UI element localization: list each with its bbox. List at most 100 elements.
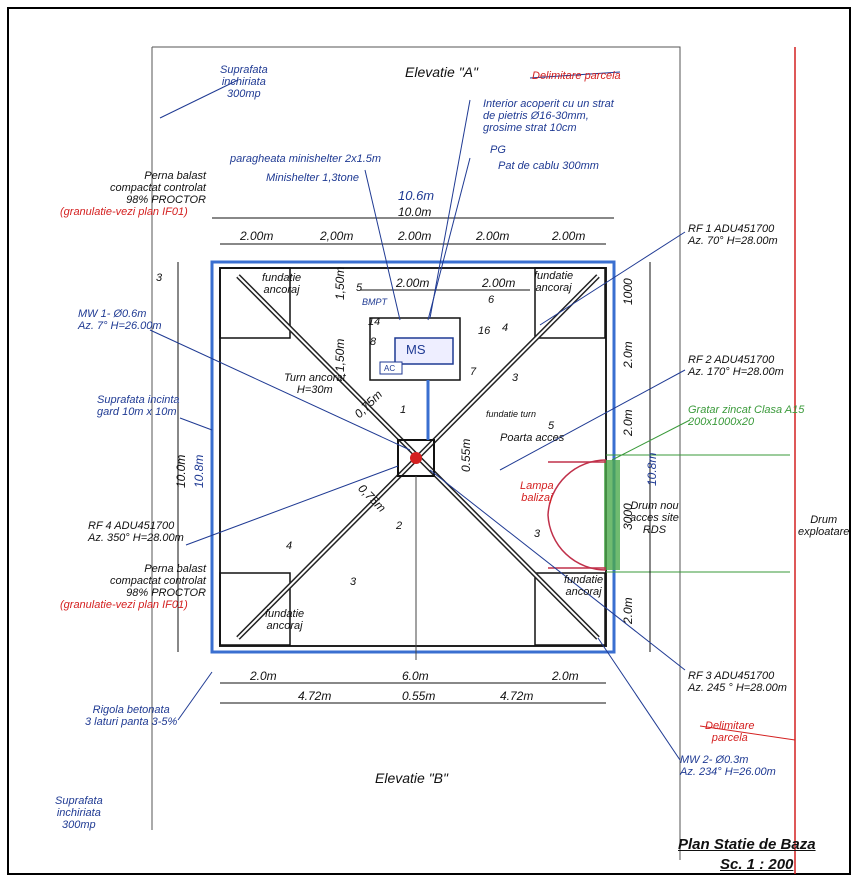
sheet-border (7, 7, 851, 875)
ballast-label-bottom: Perna balast compactat controlat 98% PRO… (110, 563, 206, 599)
parcel-label-bottom: Delimitare parcela (705, 720, 755, 744)
dim-bottom-2-0-right: 2.0m (552, 669, 579, 683)
dim-center-0-55: 0.55m (459, 438, 473, 472)
ballast-label-top: Perna balast compactat controlat 98% PRO… (110, 170, 206, 206)
anchor-foundation-sw (219, 572, 291, 646)
dim-inner-2-00-right: 2.00m (482, 276, 516, 290)
rf1-label: RF 1 ADU451700 Az. 70° H=28.00m (688, 223, 778, 247)
anchor-foundation-label-se: fundatie ancoraj (564, 574, 604, 598)
anchor-foundation-se (534, 572, 606, 646)
dim-seg-4: 2.00m (476, 229, 510, 243)
callout-16: 16 (478, 325, 491, 337)
access-gate-label: Poarta acces (500, 432, 565, 444)
dim-seg-5: 2.00m (552, 229, 586, 243)
grating-label: Gratar zincat Clasa A15 200x1000x20 (688, 404, 805, 428)
red-leader-lines (699, 725, 796, 741)
mw2-label: MW 2- Ø0.3m Az. 234° H=26.00m (680, 754, 776, 778)
dim-10-6-top: 10.6m (398, 188, 435, 203)
plan-title: Plan Statie de Baza (678, 836, 816, 853)
dim-bottom-2-0-left: 2.0m (250, 669, 277, 683)
callout-8: 8 (370, 336, 377, 348)
dim-seg-2: 2,00m (320, 229, 354, 243)
dim-right-2-0-c: 2.0m (621, 597, 635, 624)
minishelter-label: Minishelter 1,3tone (266, 172, 359, 184)
dim-bottom-4-72-right: 4.72m (500, 689, 534, 703)
dim-1-50-bottom: 1,50m (333, 338, 347, 372)
cable-tray-label: Pat de cablu 300mm (498, 160, 599, 172)
callout-3-gate: 3 (534, 528, 541, 540)
rf4-label: RF 4 ADU451700 Az. 350° H=28.00m (88, 520, 184, 544)
dim-right-10-8: 10.8m (645, 452, 659, 486)
grating-strip (604, 460, 620, 570)
callout-5-gate: 5 (548, 420, 555, 432)
callout-5: 5 (356, 282, 363, 294)
tower-center (410, 452, 422, 464)
dim-1-50-top: 1,50m (333, 266, 347, 300)
fence-inner (219, 267, 607, 647)
ms-label: MS (406, 342, 426, 357)
callout-2: 2 (396, 520, 403, 532)
dim-left-10-0: 10.0m (174, 454, 188, 488)
minishelter-pad (369, 317, 461, 381)
dim-10-0-top: 10.0m (398, 205, 432, 219)
anchor-foundation-label-ne: fundatie ancoraj (534, 270, 574, 294)
anchor-foundation-nw (219, 267, 291, 339)
parcel-label-top: Delimitare parcela (532, 70, 621, 82)
granulation-label-top: (granulatie-vezi plan IF01) (60, 206, 188, 218)
callout-6: 6 (488, 294, 495, 306)
dim-right-1000: 1000 (621, 278, 635, 305)
paragheata-label: paragheata minishelter 2x1.5m (230, 153, 382, 165)
leased-area-outline (152, 46, 681, 860)
interior-gravel-label: Interior acoperit cu un strat de pietris… (483, 98, 614, 134)
callout-4-ne: 4 (502, 322, 509, 334)
anchor-foundation-ne (534, 267, 606, 339)
granulation-label-bottom: (granulatie-vezi plan IF01) (60, 599, 188, 611)
plan-scale: Sc. 1 : 200 (720, 856, 794, 873)
elevation-a-label: Elevatie "A" (405, 64, 478, 80)
dim-right-2-0-a: 2.0m (621, 341, 635, 368)
tower-foundation-label: fundatie turn (486, 409, 537, 419)
ac-label: AC (384, 364, 396, 373)
dim-inner-2-00-left: 2.00m (396, 276, 430, 290)
dim-right-3000: 3000 (621, 503, 635, 530)
ac-unit (379, 361, 403, 375)
green-leader-lines (611, 419, 691, 461)
minishelter-box (394, 337, 454, 365)
rf3-label: RF 3 ADU451700 Az. 245 ° H=28.00m (688, 670, 787, 694)
callout-1: 1 (400, 404, 407, 416)
dim-bottom-6-0: 6.0m (402, 669, 429, 683)
callout-3-sw: 3 (350, 576, 357, 588)
callout-7: 7 (470, 366, 477, 378)
gate-swing-top (547, 459, 607, 516)
enclosure-area-label: Suprafata incinta gard 10m x 10m (97, 394, 180, 418)
beacon-lamp-label: Lampa balizaj (520, 480, 554, 504)
new-road-label: Drum nou acces site RDS (630, 500, 679, 536)
leased-area-label-top: Suprafata inchiriata 300mp (220, 64, 268, 100)
bmpt-label: BMPT (362, 297, 388, 307)
dim-bottom-4-72-left: 4.72m (298, 689, 332, 703)
elevation-b-label: Elevatie "B" (375, 770, 448, 786)
dim-left-10-8: 10.8m (192, 454, 206, 488)
gate-swing-bottom (547, 514, 607, 571)
dim-seg-1: 2.00m (240, 229, 274, 243)
callout-14: 14 (368, 316, 381, 328)
leased-area-label-bottom: Suprafata inchiriata 300mp (55, 795, 103, 831)
anchor-foundation-label-sw: fundatie ancoraj (265, 608, 305, 632)
anchor-foundation-label-nw: fundatie ancoraj (262, 272, 302, 296)
dim-right-2-0-b: 2.0m (621, 409, 635, 436)
operation-road-label: Drum exploatare (798, 514, 850, 538)
dim-bottom-0-55: 0.55m (402, 689, 436, 703)
mw1-label: MW 1- Ø0.6m Az. 7° H=26.00m (78, 308, 162, 332)
leader-lines (149, 71, 686, 761)
callout-4-sw: 4 (286, 540, 293, 552)
rf2-label: RF 2 ADU451700 Az. 170° H=28.00m (688, 354, 784, 378)
gutter-label: Rigola betonata 3 laturi panta 3-5% (85, 704, 178, 728)
pg-label: PG (490, 144, 506, 156)
guyed-tower-label: Turn ancorat H=30m (284, 372, 346, 396)
dim-seg-3: 2.00m (398, 229, 432, 243)
fence-outer (210, 260, 616, 654)
callout-3-nw: 3 (156, 272, 163, 284)
callout-3-ne: 3 (512, 372, 519, 384)
